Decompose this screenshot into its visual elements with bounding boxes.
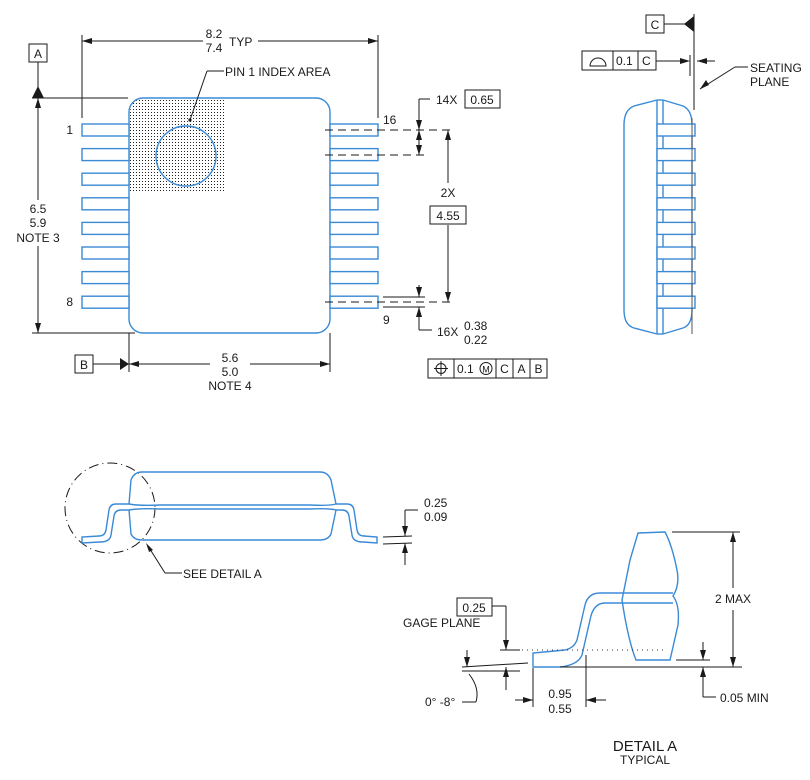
left-pin	[81, 295, 130, 309]
datum-c-label: C	[651, 18, 660, 32]
right-pins	[329, 123, 379, 309]
side-pin	[656, 295, 696, 309]
foot-length-min: 0.55	[548, 702, 572, 716]
overall-width-max: 8.2	[206, 27, 223, 41]
right-pin	[329, 197, 379, 211]
body-length-max: 6.5	[30, 202, 47, 216]
side-pin	[656, 172, 696, 186]
datum-c-triangle	[684, 16, 694, 32]
side-pin	[656, 221, 696, 236]
side-view: C 0.1 C SEATING PLANE	[581, 14, 802, 335]
row-span-qty: 2X	[441, 186, 456, 200]
detail-a-callout-circle	[64, 462, 156, 554]
detail-title: DETAIL A	[613, 738, 677, 755]
datum-b-triangle	[120, 358, 129, 370]
coplanarity-datum: C	[642, 54, 651, 68]
left-pin	[81, 221, 130, 236]
left-pin	[81, 246, 130, 260]
coplanarity-value: 0.1	[616, 54, 633, 68]
gage-label: GAGE PLANE	[403, 616, 480, 630]
body-length-note: NOTE 3	[16, 231, 60, 245]
detail-body	[621, 531, 680, 661]
see-detail-label: SEE DETAIL A	[183, 567, 262, 581]
right-pin	[329, 246, 379, 260]
height-max-label: 2 MAX	[715, 592, 751, 606]
lead-width-max: 0.38	[464, 319, 488, 333]
lead-thickness-min: 0.09	[424, 510, 448, 524]
coplanarity-frame: 0.1 C	[581, 50, 657, 71]
gage-box	[456, 597, 493, 617]
foot-length-max: 0.95	[548, 687, 572, 701]
mmc-icon	[479, 362, 493, 375]
position-value: 0.1	[457, 362, 474, 376]
left-pin	[81, 123, 130, 137]
side-body-left	[623, 99, 658, 335]
overall-width-min: 7.4	[206, 41, 223, 55]
row-span-box	[429, 205, 467, 225]
position-datum-1: C	[500, 362, 509, 376]
standoff-label: 0.05 MIN	[720, 691, 769, 705]
datum-a-triangle	[32, 86, 44, 98]
datum-b-label: B	[80, 358, 88, 372]
right-pin	[329, 172, 379, 186]
package-body	[128, 97, 331, 334]
detail-lead	[532, 592, 622, 668]
top-view: A 6.5 5.9 NOTE 3 8.2 7.4 TYP PIN 1 INDEX…	[8, 27, 548, 393]
lead-width-qty: 16X	[437, 325, 458, 339]
lead-width-min: 0.22	[464, 333, 488, 347]
pin-label-16: 16	[383, 113, 397, 127]
pin-label-9: 9	[383, 313, 390, 327]
front-view: SEE DETAIL A 0.25 0.09	[64, 462, 448, 581]
lead-thickness-max: 0.25	[424, 496, 448, 510]
left-pins	[81, 123, 130, 309]
left-pin	[81, 197, 130, 211]
pin1-leader	[189, 70, 208, 121]
front-body	[128, 471, 337, 541]
profile-surface-icon	[589, 57, 607, 67]
body-width-max: 5.6	[222, 351, 239, 365]
overall-width-suffix: TYP	[229, 35, 252, 49]
position-datum-2: A	[517, 362, 525, 376]
body-width-note: NOTE 4	[208, 379, 252, 393]
right-pin	[329, 270, 379, 285]
front-lead-left	[81, 503, 129, 544]
side-pin	[656, 246, 696, 260]
body-length-min: 5.9	[30, 216, 47, 230]
pin1-label: PIN 1 INDEX AREA	[225, 65, 330, 79]
position-datum-3: B	[534, 362, 542, 376]
side-pin	[656, 197, 696, 211]
pin-label-1: 1	[66, 123, 73, 137]
side-pin	[656, 123, 696, 137]
angle-label: 0° -8°	[425, 695, 455, 709]
pin1-index-area-hatch	[130, 98, 225, 193]
pin1-index-circle	[155, 125, 217, 187]
detail-subtitle: TYPICAL	[620, 753, 670, 767]
left-pin	[81, 172, 130, 186]
front-lead-right	[336, 503, 378, 544]
row-span-value: 4.55	[436, 209, 460, 223]
body-width-min: 5.0	[222, 365, 239, 379]
seating-plane-label-1: SEATING	[750, 61, 802, 75]
left-pin	[81, 270, 130, 285]
side-pin	[656, 147, 696, 162]
detail-a: 0.25 GAGE PLANE 0° -8° 0.95 0.55	[403, 531, 769, 767]
side-pin	[656, 270, 696, 285]
datum-a-label: A	[34, 47, 42, 61]
pitch-box	[464, 89, 501, 109]
pitch-qty: 14X	[436, 93, 457, 107]
position-tolerance-frame: 0.1 M C A B	[427, 358, 548, 379]
seating-plane-label-2: PLANE	[750, 75, 789, 89]
right-pin	[329, 221, 379, 236]
pitch-value: 0.65	[470, 93, 494, 107]
pin-label-8: 8	[66, 295, 73, 309]
left-pin	[81, 147, 130, 162]
svg-text:M: M	[482, 365, 490, 375]
gage-value: 0.25	[462, 601, 486, 615]
angle-arc	[468, 673, 478, 703]
side-pins	[656, 123, 696, 309]
